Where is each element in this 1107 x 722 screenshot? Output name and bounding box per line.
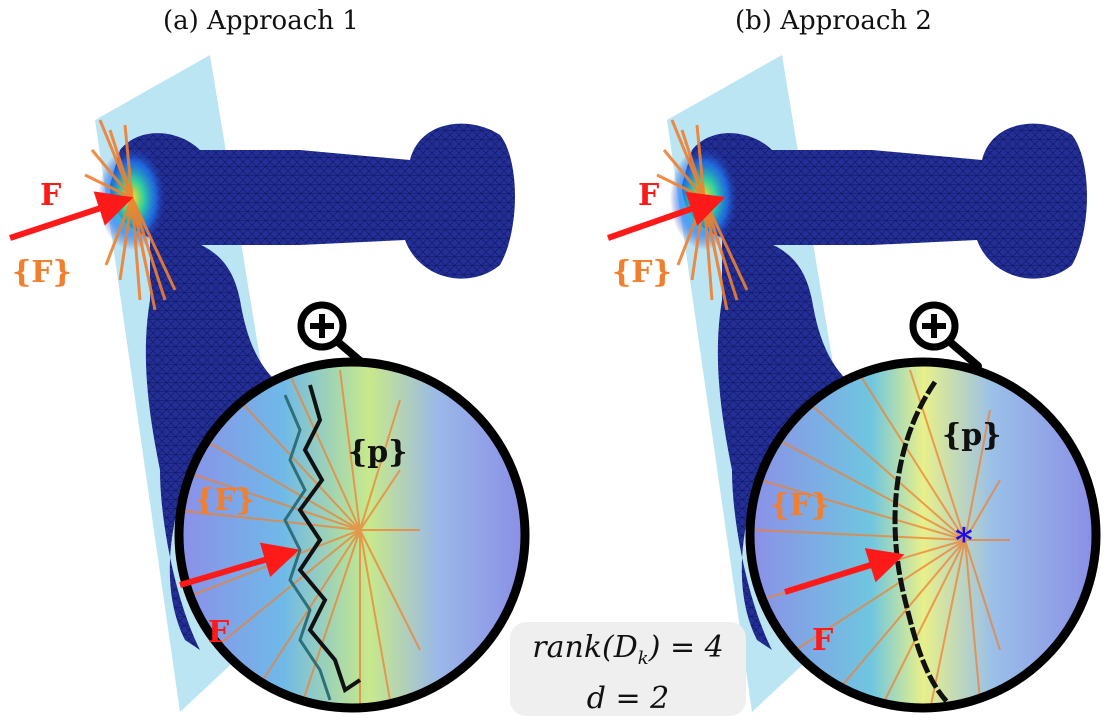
- formula-rank-line: rank(Dk) = 4: [532, 630, 724, 669]
- zoom-inset: F {F} {p} *: [745, 357, 1101, 713]
- force-label: F: [638, 178, 659, 213]
- approach2-arc: [892, 380, 952, 707]
- inset-force-arrow: [179, 542, 300, 588]
- zoom-in-magnifier-icon: [909, 301, 982, 370]
- robot-upper-arm: [110, 123, 515, 279]
- inset-force-set-label: {F}: [195, 483, 255, 518]
- approach1-zigzag-inner: [297, 384, 362, 694]
- panel-approach-2: F {F}: [607, 55, 1101, 713]
- formula-box: rank(Dk) = 4 d = 2: [510, 622, 746, 716]
- point-set-label: {p}: [942, 418, 1002, 453]
- force-set-rays: [84, 119, 177, 311]
- inset-force-arrow: [784, 548, 905, 595]
- inset-force-set-label: {F}: [770, 488, 830, 523]
- center-marker: *: [955, 521, 973, 561]
- inset-force-label: F: [208, 615, 229, 650]
- approach1-zigzag-outer: [283, 394, 332, 701]
- point-set-label: {p}: [348, 435, 408, 470]
- caption-approach-1: (a) Approach 1: [163, 6, 359, 36]
- force-set-label: {F}: [12, 255, 72, 290]
- panel-approach-1: F {F}: [9, 55, 530, 713]
- force-set-label: {F}: [612, 255, 672, 290]
- inset-force-label: F: [812, 623, 833, 658]
- force-arrow: [607, 191, 726, 241]
- force-label: F: [40, 178, 61, 213]
- force-arrow: [9, 191, 134, 241]
- zoom-inset: F {F} {p}: [174, 357, 530, 713]
- robot-upper-arm: [682, 123, 1087, 279]
- formula-d-line: d = 2: [586, 681, 670, 716]
- force-set-rays: [656, 119, 749, 311]
- zoom-in-magnifier-icon: [297, 301, 370, 370]
- caption-approach-2: (b) Approach 2: [735, 6, 932, 36]
